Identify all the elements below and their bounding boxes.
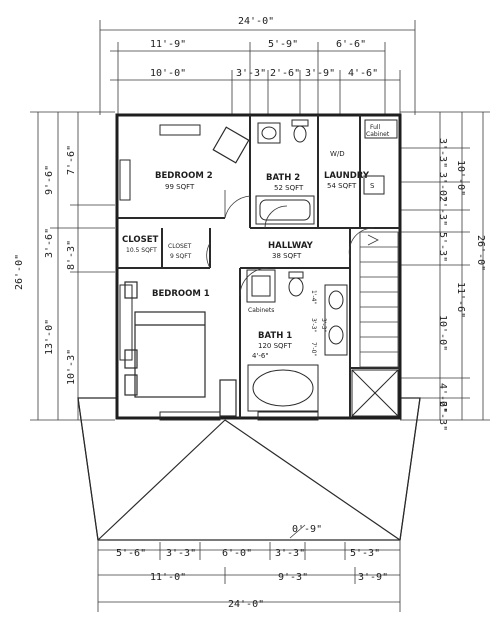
chair-icon bbox=[212, 126, 250, 164]
dim-right-d: 5'-3" bbox=[437, 232, 448, 262]
room-area-closet2: 9 SQFT bbox=[170, 253, 192, 260]
dim-left-inner-b: 3'-6" bbox=[44, 228, 55, 258]
laundry-fixtures bbox=[363, 119, 398, 195]
right-dimensions bbox=[400, 111, 490, 421]
dim-left-inner-d: 10'-3" bbox=[66, 349, 77, 385]
dim-bath1-a: 1'-4" bbox=[310, 290, 317, 304]
dim-bottom-row2-a: 11'-0" bbox=[150, 572, 186, 583]
dim-top-row3-a: 10'-0" bbox=[150, 68, 186, 79]
room-area-bath2: 52 SQFT bbox=[274, 184, 304, 192]
top-dimensions bbox=[99, 20, 416, 115]
dim-bath1-d: 3'-3" bbox=[320, 318, 327, 332]
room-area-bath1: 120 SQFT bbox=[258, 342, 292, 350]
dim-bath1-e: 4'-6" bbox=[252, 352, 269, 360]
dim-bath1-c: 7'-0" bbox=[310, 342, 317, 356]
room-name-closet1: CLOSET bbox=[122, 235, 159, 245]
dim-bottom-row1-d: 3'-3" bbox=[275, 548, 305, 559]
dim-bottom-row1-c: 6'-0" bbox=[222, 548, 252, 559]
room-name-laundry: LAUNDRY bbox=[324, 171, 370, 181]
dim-top-row2-mid: 5'-9" bbox=[268, 39, 298, 50]
left-dimensions bbox=[30, 111, 115, 421]
dim-left-inner-a: 7'-6" bbox=[66, 145, 77, 175]
dim-right-c: 2'-3" bbox=[437, 196, 448, 226]
dim-bath1-b: 3'-3" bbox=[310, 318, 317, 332]
dim-top-row3-e: 4'-6" bbox=[348, 68, 378, 79]
door-swings bbox=[206, 190, 375, 297]
room-name-closet2: CLOSET bbox=[168, 243, 192, 250]
room-area-laundry: 54 SQFT bbox=[327, 182, 357, 190]
room-name-hallway: HALLWAY bbox=[268, 241, 314, 251]
dim-top-row2-right: 6'-6" bbox=[336, 39, 366, 50]
washer-dryer-label: W/D bbox=[330, 150, 345, 158]
dim-bottom-row1-b: 3'-3" bbox=[166, 548, 196, 559]
dim-right-overall: 26'-0" bbox=[475, 235, 486, 271]
interior-walls bbox=[117, 115, 400, 418]
room-name-bedroom1: BEDROOM 1 bbox=[152, 289, 210, 299]
dim-bottom-small: 0'-9" bbox=[292, 524, 322, 535]
dim-left-upper: 9'-6" bbox=[44, 165, 55, 195]
room-area-hallway: 38 SQFT bbox=[272, 252, 302, 260]
sink-label: S bbox=[370, 182, 375, 190]
dim-top-overall: 24'-0" bbox=[238, 16, 274, 27]
bed-icon bbox=[124, 281, 237, 417]
full-cabinet-label-1: Full bbox=[370, 124, 381, 131]
dim-right-b: 3'-0" bbox=[437, 172, 448, 202]
dim-bottom-row2-c: 3'-9" bbox=[358, 572, 388, 583]
room-name-bath1: BATH 1 bbox=[258, 331, 292, 341]
bottom-dimensions bbox=[97, 524, 401, 612]
outer-walls bbox=[115, 113, 402, 420]
dim-right-g: 10'-0" bbox=[437, 315, 448, 351]
dim-top-row3-d: 3'-9" bbox=[305, 68, 335, 79]
dim-right-e: 10'-0" bbox=[455, 160, 466, 196]
room-area-bedroom2: 99 SQFT bbox=[165, 183, 195, 191]
dim-left-overall: 26'-0" bbox=[14, 254, 25, 290]
dim-bottom-overall: 24'-0" bbox=[228, 599, 264, 610]
cabinets-label: Cabinets bbox=[248, 307, 274, 314]
room-name-bedroom2: BEDROOM 2 bbox=[155, 171, 213, 181]
dim-right-f: 11'-6" bbox=[455, 282, 466, 318]
room-area-closet1: 10.5 SQFT bbox=[126, 247, 157, 254]
dim-top-row2-left: 11'-9" bbox=[150, 39, 186, 50]
room-name-bath2: BATH 2 bbox=[266, 173, 300, 183]
windows bbox=[119, 124, 319, 421]
dim-left-lower: 13'-0" bbox=[44, 319, 55, 355]
dim-bottom-row1-e: 5'-3" bbox=[350, 548, 380, 559]
dim-right-i: 2'-3" bbox=[437, 401, 448, 431]
dim-top-row3-c: 2'-6" bbox=[270, 68, 300, 79]
dim-bottom-row1-a: 5'-6" bbox=[116, 548, 146, 559]
dim-bottom-row2-b: 9'-3" bbox=[278, 572, 308, 583]
full-cabinet-label-2: Cabinet bbox=[366, 131, 390, 138]
staircase bbox=[359, 231, 399, 368]
dim-top-row3-b: 3'-3" bbox=[236, 68, 266, 79]
dim-right-h: 4'-6" bbox=[437, 383, 448, 413]
bath1-fixtures bbox=[246, 269, 399, 417]
dim-right-a: 3'-3" bbox=[437, 138, 448, 168]
bath2-fixtures bbox=[255, 119, 315, 225]
dim-left-inner-c: 8'-3" bbox=[66, 240, 77, 270]
